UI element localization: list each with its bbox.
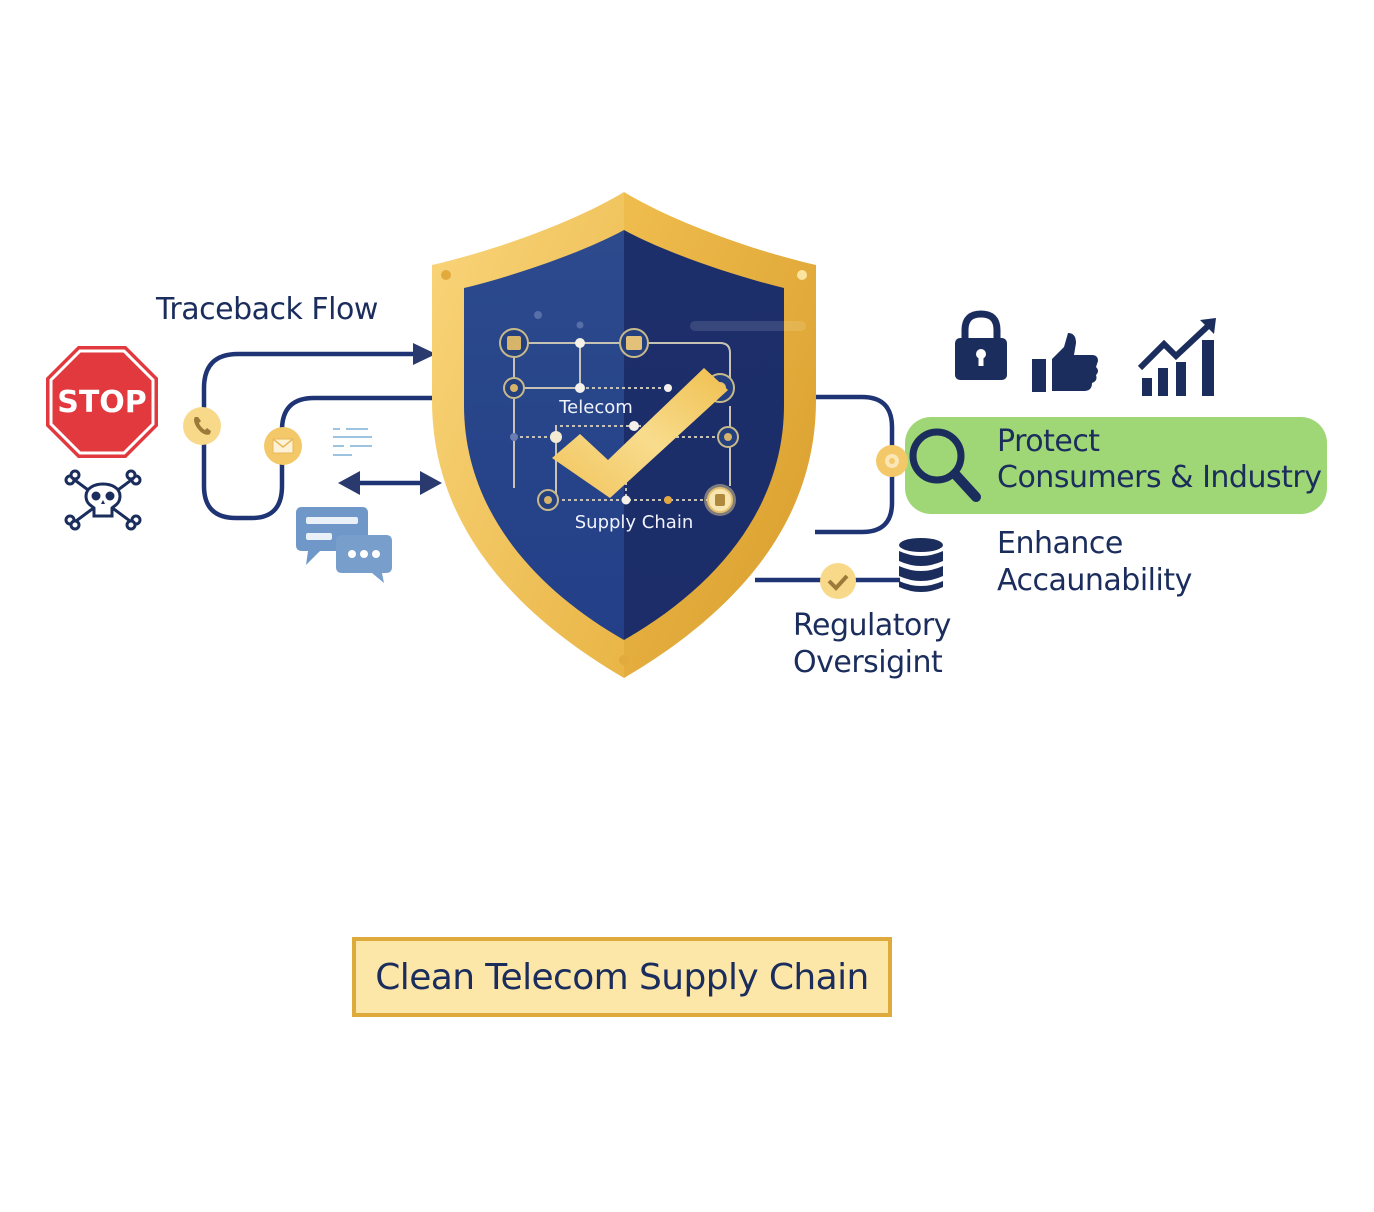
protect-line1: Protect	[997, 424, 1100, 459]
gear-node-icon	[876, 445, 908, 477]
growth-chart-icon	[1137, 318, 1216, 396]
arrow-right-icon	[413, 343, 436, 365]
database-icon	[899, 538, 943, 592]
circuit-network	[513, 342, 731, 501]
enhance-line2: Accaunability	[997, 563, 1192, 598]
check-node-icon	[820, 563, 856, 599]
regulatory-line2: Oversigint	[793, 645, 943, 680]
chat-bubbles-icon	[296, 507, 392, 583]
lock-icon	[955, 310, 1007, 380]
enhance-line1: Enhance	[997, 526, 1123, 561]
protect-line2: Consumers & Industry	[997, 460, 1322, 495]
enhance-accountability-label: Enhance Accaunability	[997, 525, 1192, 599]
skull-crossbones-icon	[64, 469, 142, 531]
regulatory-oversight-label: Regulatory Oversigint	[793, 607, 951, 681]
title-banner: Clean Telecom Supply Chain	[352, 937, 892, 1017]
traceback-flow-label: Traceback Flow	[156, 292, 378, 327]
checkmark-icon	[552, 368, 728, 498]
diagram-title: Clean Telecom Supply Chain	[375, 956, 869, 998]
stop-sign-icon: STOP	[46, 346, 158, 458]
regulatory-line1: Regulatory	[793, 608, 951, 643]
magnifier-icon	[909, 428, 981, 502]
shield-icon: Telecom Supply Chain	[432, 192, 816, 678]
traceback-path	[201, 351, 440, 521]
phone-icon	[183, 407, 221, 445]
arrow-right-icon	[420, 471, 442, 495]
shield-supply-chain-label: Supply Chain	[575, 512, 693, 533]
protect-consumers-label: Protect Consumers & Industry	[997, 424, 1322, 496]
shield-telecom-label: Telecom	[558, 397, 633, 418]
stop-sign-text: STOP	[57, 385, 147, 420]
document-lines-icon	[333, 428, 372, 456]
envelope-icon	[264, 427, 302, 465]
arrow-left-icon	[338, 471, 360, 495]
thumbs-up-icon	[1032, 333, 1098, 392]
